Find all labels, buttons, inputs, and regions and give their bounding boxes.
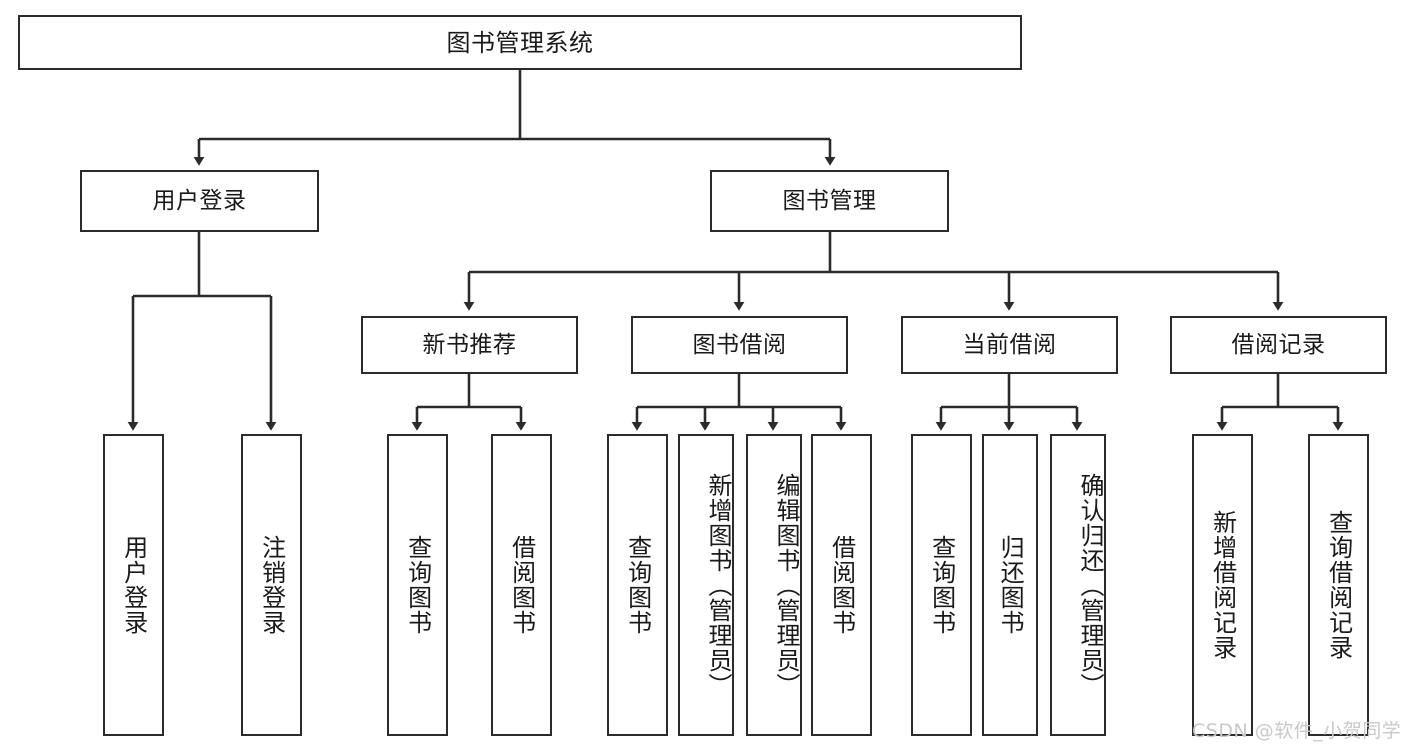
node-leaf-add-borrow-record[interactable]: 新增借阅记录 bbox=[1192, 434, 1253, 736]
node-book-management[interactable]: 图书管理 bbox=[710, 170, 949, 232]
node-leaf-query-book-recommend[interactable]: 查询图书 bbox=[387, 434, 448, 736]
node-leaf-query-borrow-record[interactable]: 查询借阅记录 bbox=[1308, 434, 1369, 736]
node-leaf-confirm-return-admin[interactable]: 确认归还（管理员） bbox=[1050, 434, 1106, 736]
node-leaf-edit-book-admin[interactable]: 编辑图书（管理员） bbox=[746, 434, 802, 736]
watermark-text: CSDN @软件_小贺同学 bbox=[1192, 720, 1402, 742]
node-leaf-query-book-current[interactable]: 查询图书 bbox=[911, 434, 972, 736]
node-leaf-logout[interactable]: 注销登录 bbox=[241, 434, 302, 736]
node-leaf-query-book-borrow[interactable]: 查询图书 bbox=[607, 434, 668, 736]
node-new-book-recommend[interactable]: 新书推荐 bbox=[361, 316, 578, 374]
node-leaf-add-book-admin[interactable]: 新增图书（管理员） bbox=[678, 434, 734, 736]
node-root[interactable]: 图书管理系统 bbox=[18, 15, 1022, 70]
node-user-login[interactable]: 用户登录 bbox=[80, 170, 319, 232]
node-book-borrow[interactable]: 图书借阅 bbox=[631, 316, 848, 374]
node-current-borrow[interactable]: 当前借阅 bbox=[901, 316, 1118, 374]
node-borrow-record[interactable]: 借阅记录 bbox=[1170, 316, 1387, 374]
node-leaf-borrow-book[interactable]: 借阅图书 bbox=[811, 434, 872, 736]
node-leaf-return-book[interactable]: 归还图书 bbox=[982, 434, 1038, 736]
node-leaf-user-login[interactable]: 用户登录 bbox=[103, 434, 164, 736]
node-leaf-borrow-book-recommend[interactable]: 借阅图书 bbox=[491, 434, 552, 736]
